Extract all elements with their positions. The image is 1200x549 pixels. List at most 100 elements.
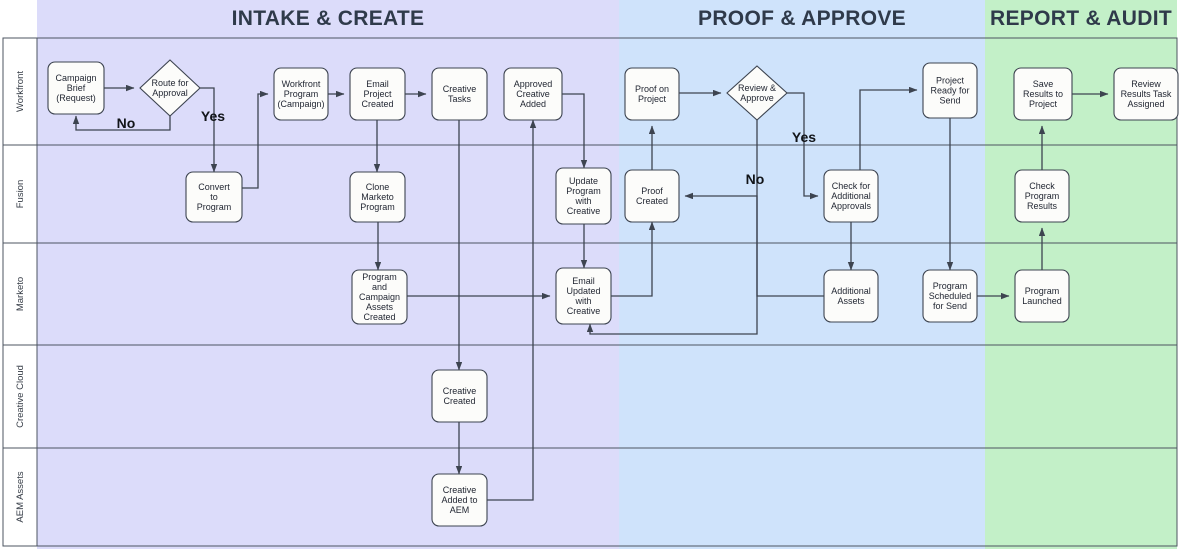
connector-review-yes-to-check-approvals — [787, 92, 819, 200]
phase-titles: INTAKE & CREATE PROOF & APPROVE REPORT & A… — [232, 7, 1172, 30]
process-shape-program-scheduled-for-send — [922, 269, 978, 323]
process-shape-additional-assets — [823, 269, 879, 323]
decision-shape-route-for-approval — [139, 59, 201, 117]
process-shape-creative-added-to-aem — [431, 473, 488, 527]
lane-label-fusion: Fusion — [15, 180, 26, 209]
lane-aem-assets: AEM Assets — [2, 447, 1177, 547]
connector-check-approvals-to-project-ready — [859, 86, 918, 170]
process-shape-creative-tasks — [431, 67, 488, 121]
connector-convert-to-workfront-program — [242, 90, 269, 189]
process-shape-email-updated-with-creative — [555, 267, 612, 325]
phase-title-report: REPORT & AUDIT — [990, 7, 1172, 30]
connector-route-no-to-campaign-brief — [72, 115, 171, 131]
process-shape-review-results-task-assigned — [1113, 67, 1179, 121]
decision-shape-review-approve — [726, 65, 788, 121]
process-shape-check-program-results — [1014, 169, 1070, 223]
lane-label-workfront: Workfront — [15, 71, 26, 112]
process-shape-program-launched — [1014, 269, 1070, 323]
process-shape-email-project-created — [349, 67, 406, 121]
process-shape-proof-created — [624, 169, 680, 223]
node-label-review-approve: Review &Approve — [738, 83, 776, 103]
edge-label-yes-review: Yes — [792, 129, 816, 145]
lane-header-aem-assets — [2, 447, 38, 547]
process-shape-proof-on-project — [624, 67, 680, 121]
phase-title-proof: PROOF & APPROVE — [698, 7, 906, 30]
connector-layer — [72, 84, 1109, 501]
connector-route-yes-down — [200, 87, 218, 173]
process-shape-workfront-program — [273, 67, 329, 121]
connector-approved-creative-to-update-program — [562, 93, 588, 169]
connector-aem-to-approved-creative — [487, 119, 537, 501]
lane-creative-cloud: Creative Cloud — [2, 344, 1177, 449]
lane-header-fusion — [2, 144, 38, 244]
process-shape-convert-to-program — [185, 171, 243, 223]
diagram-border — [2, 37, 1178, 547]
edge-label-no-review: No — [746, 171, 765, 187]
connector-email-updated-to-proof-created — [611, 221, 656, 297]
process-shape-clone-marketo-program — [349, 171, 406, 223]
connector-additional-assets-to-proof-created — [684, 192, 824, 297]
lane-fusion: Fusion — [2, 144, 1177, 244]
lane-label-aem-assets: AEM Assets — [15, 471, 26, 522]
process-shape-campaign-brief — [47, 61, 105, 115]
process-shape-check-for-additional-approvals — [823, 169, 879, 223]
edge-label-yes-route: Yes — [201, 108, 225, 124]
phase-title-intake: INTAKE & CREATE — [232, 7, 425, 30]
process-shape-project-ready-for-send — [922, 62, 978, 119]
process-shape-creative-created — [431, 369, 488, 423]
process-shape-update-program-with-creative — [555, 167, 612, 225]
node-review-approve[interactable]: Review &Approve — [726, 65, 788, 121]
process-shape-save-results-to-project — [1013, 67, 1073, 121]
process-shape-program-and-campaign-assets-created — [351, 269, 408, 325]
process-shape-approved-creative-added — [503, 67, 563, 121]
lane-label-marketo: Marketo — [15, 277, 26, 311]
